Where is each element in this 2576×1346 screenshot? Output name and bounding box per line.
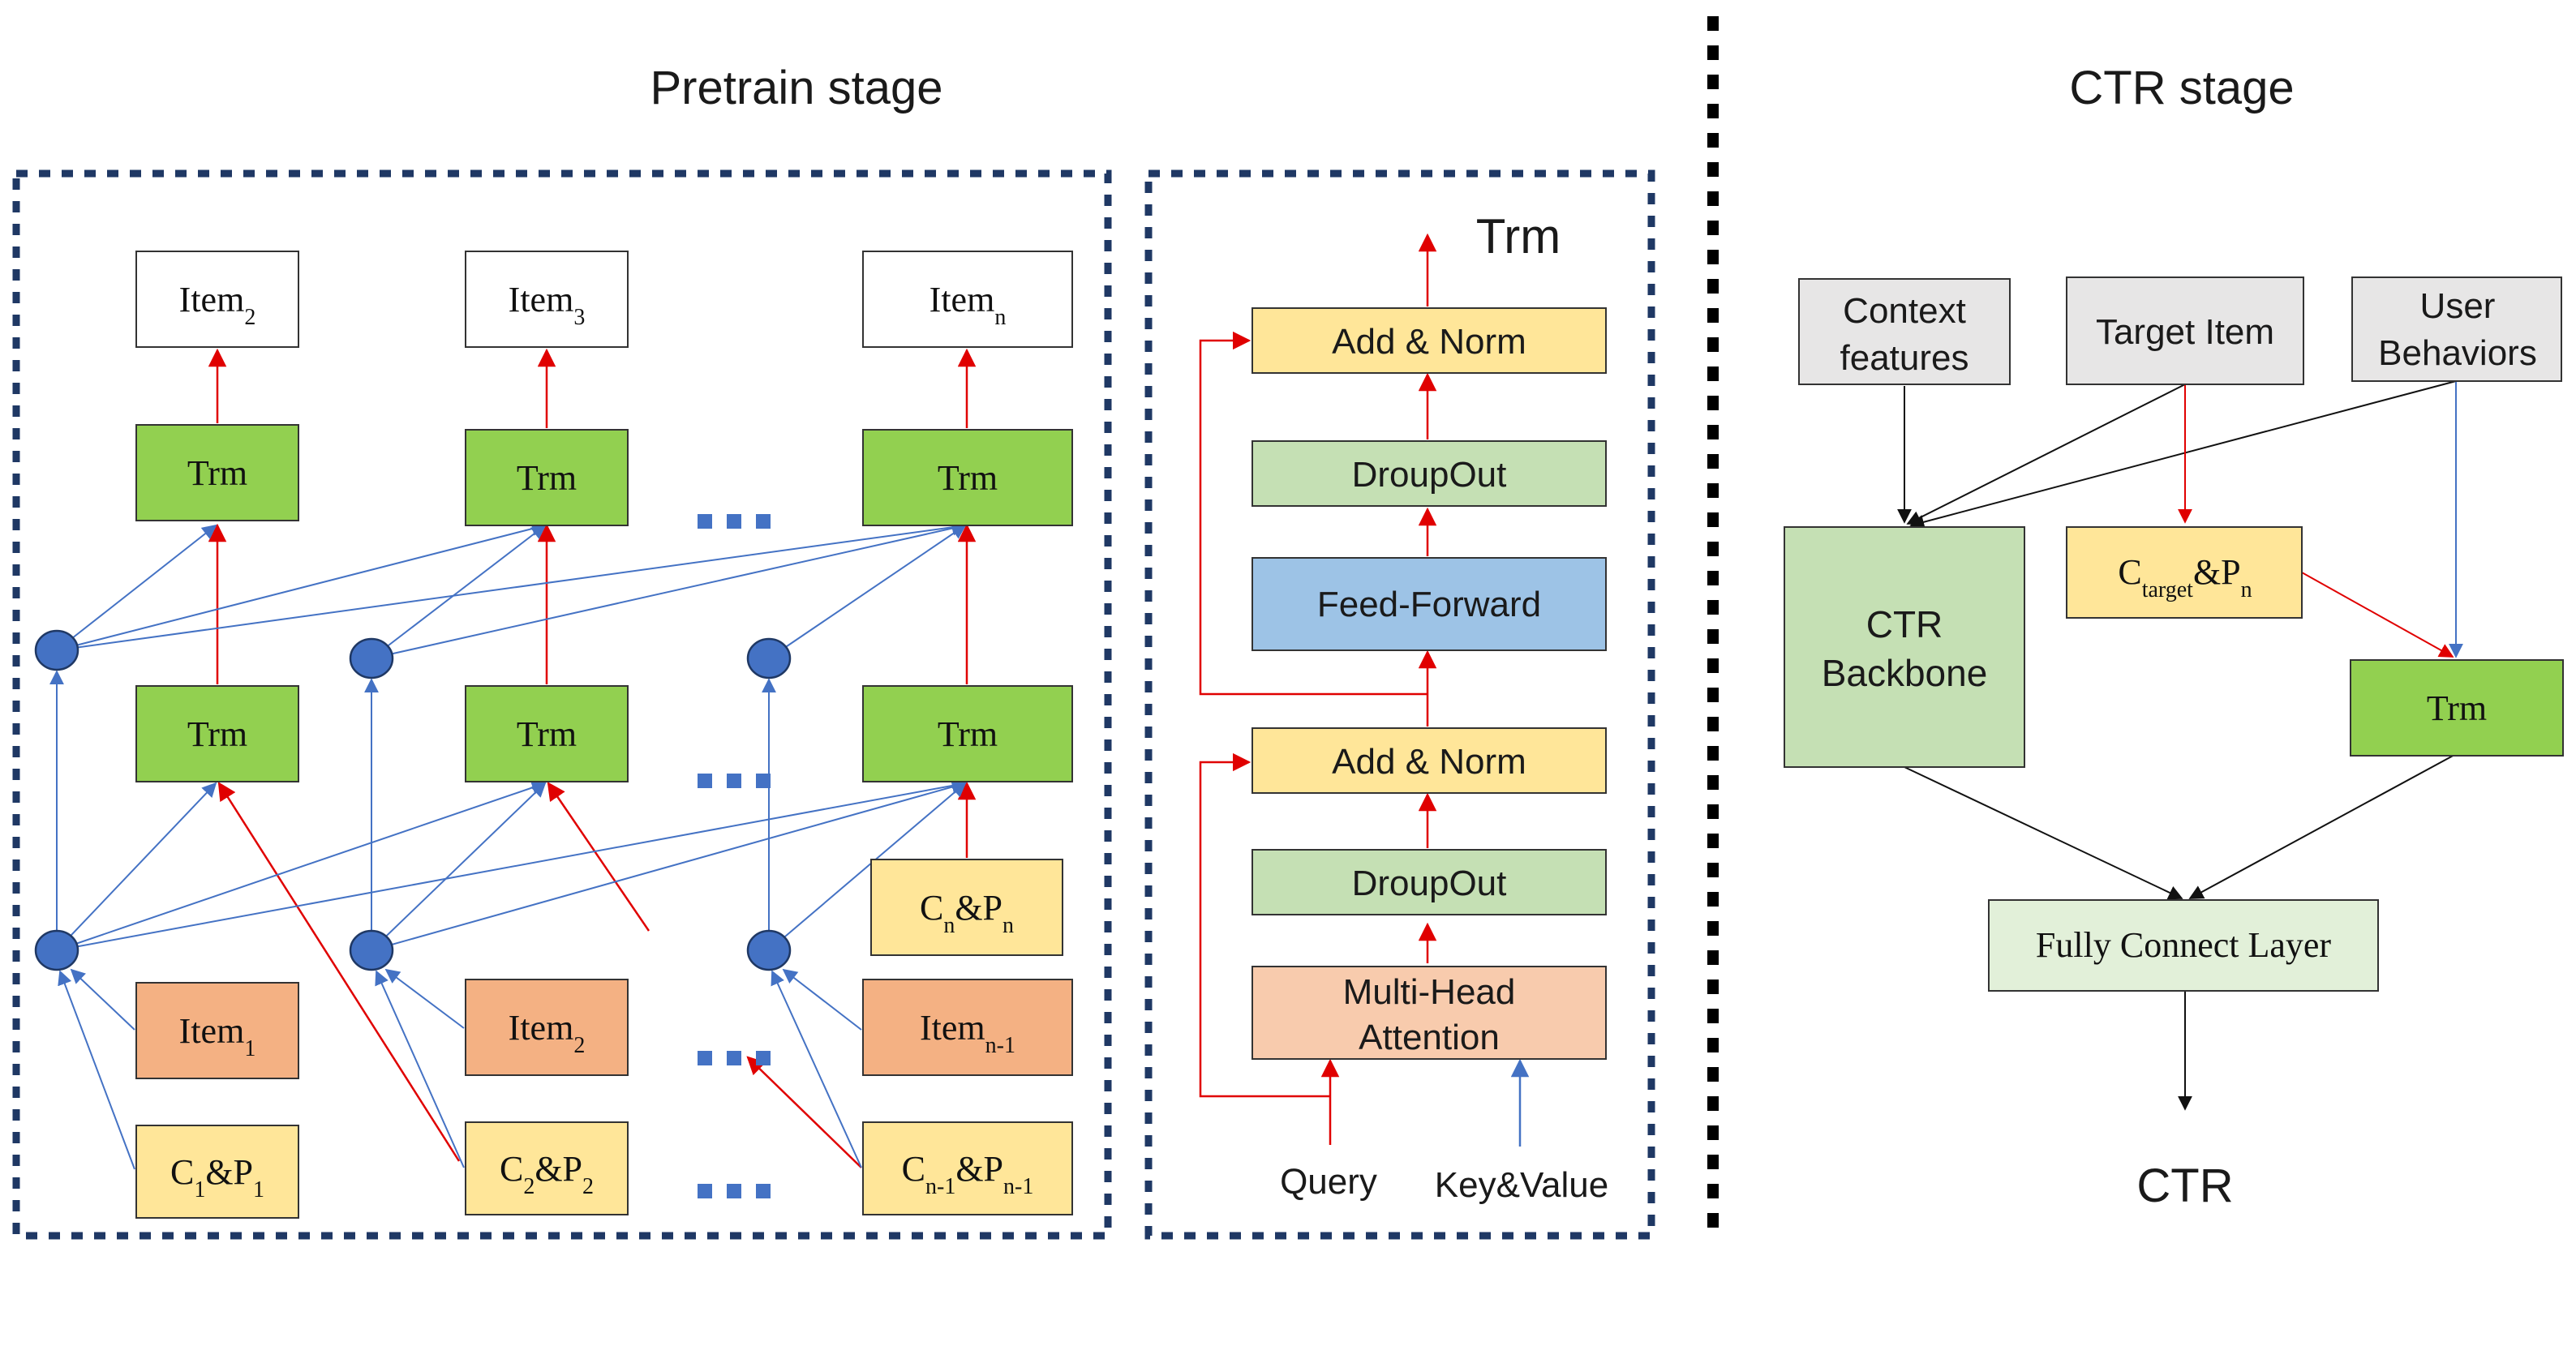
trm-box: Trm (465, 429, 629, 526)
pretrain-arrows (49, 348, 977, 1170)
ctarget-pn-box: Ctarget&Pn (2066, 526, 2303, 619)
cp-box: Cn-1&Pn-1 (862, 1121, 1073, 1215)
trm-box: Trm (465, 685, 629, 782)
trm-detail-frame (1144, 169, 1655, 1240)
pretrain-frame (12, 169, 1112, 1240)
svg-text:Target Item: Target Item (2096, 312, 2274, 352)
pretrain-stage-title: Pretrain stage (650, 62, 942, 114)
fully-connect-layer-box: Fully Connect Layer (1988, 899, 2379, 992)
svg-text:Ctarget&Pn: Ctarget&Pn (2118, 552, 2252, 602)
svg-text:Add & Norm: Add & Norm (1332, 742, 1526, 782)
svg-text:Attention: Attention (1359, 1018, 1500, 1057)
svg-text:Context: Context (1843, 291, 1966, 331)
svg-text:Trm: Trm (187, 453, 247, 493)
svg-text:Trm: Trm (2427, 688, 2487, 728)
ctr-backbone-box: CTR Backbone (1784, 526, 2025, 768)
svg-text:User: User (2420, 286, 2496, 326)
cp-box: Cn&Pn (870, 859, 1063, 956)
svg-text:Feed-Forward: Feed-Forward (1317, 585, 1541, 624)
svg-text:Item2: Item2 (509, 1008, 586, 1058)
svg-text:Cn&Pn: Cn&Pn (920, 888, 1014, 938)
trm-box: Trm (135, 685, 299, 782)
svg-text:Fully Connect Layer: Fully Connect Layer (2036, 925, 2331, 965)
svg-text:Backbone: Backbone (1822, 652, 1988, 694)
aggregation-nodes (34, 629, 792, 971)
input-item-box: Item1 (135, 982, 299, 1079)
svg-text:Trm: Trm (517, 458, 577, 498)
svg-text:Item3: Item3 (509, 280, 586, 330)
trm-box: Trm (862, 685, 1073, 782)
svg-text:Trm: Trm (517, 714, 577, 754)
ctr-arrows (1897, 380, 2463, 1111)
svg-text:DroupOut: DroupOut (1352, 864, 1507, 903)
svg-text:Item2: Item2 (179, 280, 256, 330)
svg-text:Itemn: Itemn (930, 280, 1007, 330)
ellipsis-dots (698, 514, 771, 1198)
svg-text:Trm: Trm (187, 714, 247, 754)
trm-feed-forward: Feed-Forward (1252, 557, 1607, 651)
trm-detail-arrows (1199, 233, 1437, 1145)
svg-text:features: features (1840, 338, 1969, 378)
svg-text:Add & Norm: Add & Norm (1332, 322, 1526, 362)
trm-box: Trm (135, 424, 299, 521)
trm-dropout-bottom: DroupOut (1252, 849, 1607, 915)
svg-text:C1&P1: C1&P1 (170, 1152, 264, 1202)
svg-text:Itemn-1: Itemn-1 (920, 1008, 1015, 1058)
trm-box: Trm (862, 429, 1073, 526)
query-label: Query (1280, 1162, 1377, 1202)
ctr-trm-box: Trm (2350, 659, 2564, 757)
ctr-stage-title: CTR stage (2069, 62, 2294, 114)
input-item-box: Itemn-1 (862, 979, 1073, 1076)
trm-multi-head-attention: Multi-Head Attention (1252, 966, 1607, 1060)
target-item-box: Target Item (2066, 276, 2304, 385)
cp-box: C1&P1 (135, 1125, 299, 1219)
cp-box: C2&P2 (465, 1121, 629, 1215)
aggregation-node (746, 637, 792, 679)
svg-text:Trm: Trm (938, 458, 998, 498)
aggregation-node (34, 629, 79, 671)
user-behaviors-box: User Behaviors (2351, 276, 2562, 382)
aggregation-node (349, 929, 394, 971)
trm-detail-title: Trm (1476, 209, 1561, 264)
svg-text:Multi-Head: Multi-Head (1343, 972, 1516, 1012)
svg-text:Trm: Trm (938, 714, 998, 754)
output-item-box: Item3 (465, 251, 629, 348)
trm-dropout-top: DroupOut (1252, 440, 1607, 507)
context-features-box: Context features (1798, 278, 2011, 385)
aggregation-node (746, 929, 792, 971)
aggregation-node (349, 637, 394, 679)
output-item-box: Item2 (135, 251, 299, 348)
svg-text:Cn-1&Pn-1: Cn-1&Pn-1 (902, 1149, 1034, 1199)
trm-add-norm-bottom: Add & Norm (1252, 727, 1607, 794)
svg-text:DroupOut: DroupOut (1352, 455, 1507, 495)
key-value-label: Key&Value (1435, 1165, 1608, 1205)
output-item-box: Itemn (862, 251, 1073, 348)
svg-text:Item1: Item1 (179, 1011, 256, 1061)
ctr-output-label: CTR (2136, 1160, 2233, 1212)
svg-text:Behaviors: Behaviors (2378, 333, 2537, 373)
input-item-box: Item2 (465, 979, 629, 1076)
svg-text:CTR: CTR (1866, 603, 1943, 645)
aggregation-node (34, 929, 79, 971)
svg-text:C2&P2: C2&P2 (500, 1149, 594, 1199)
trm-add-norm-top: Add & Norm (1252, 307, 1607, 374)
